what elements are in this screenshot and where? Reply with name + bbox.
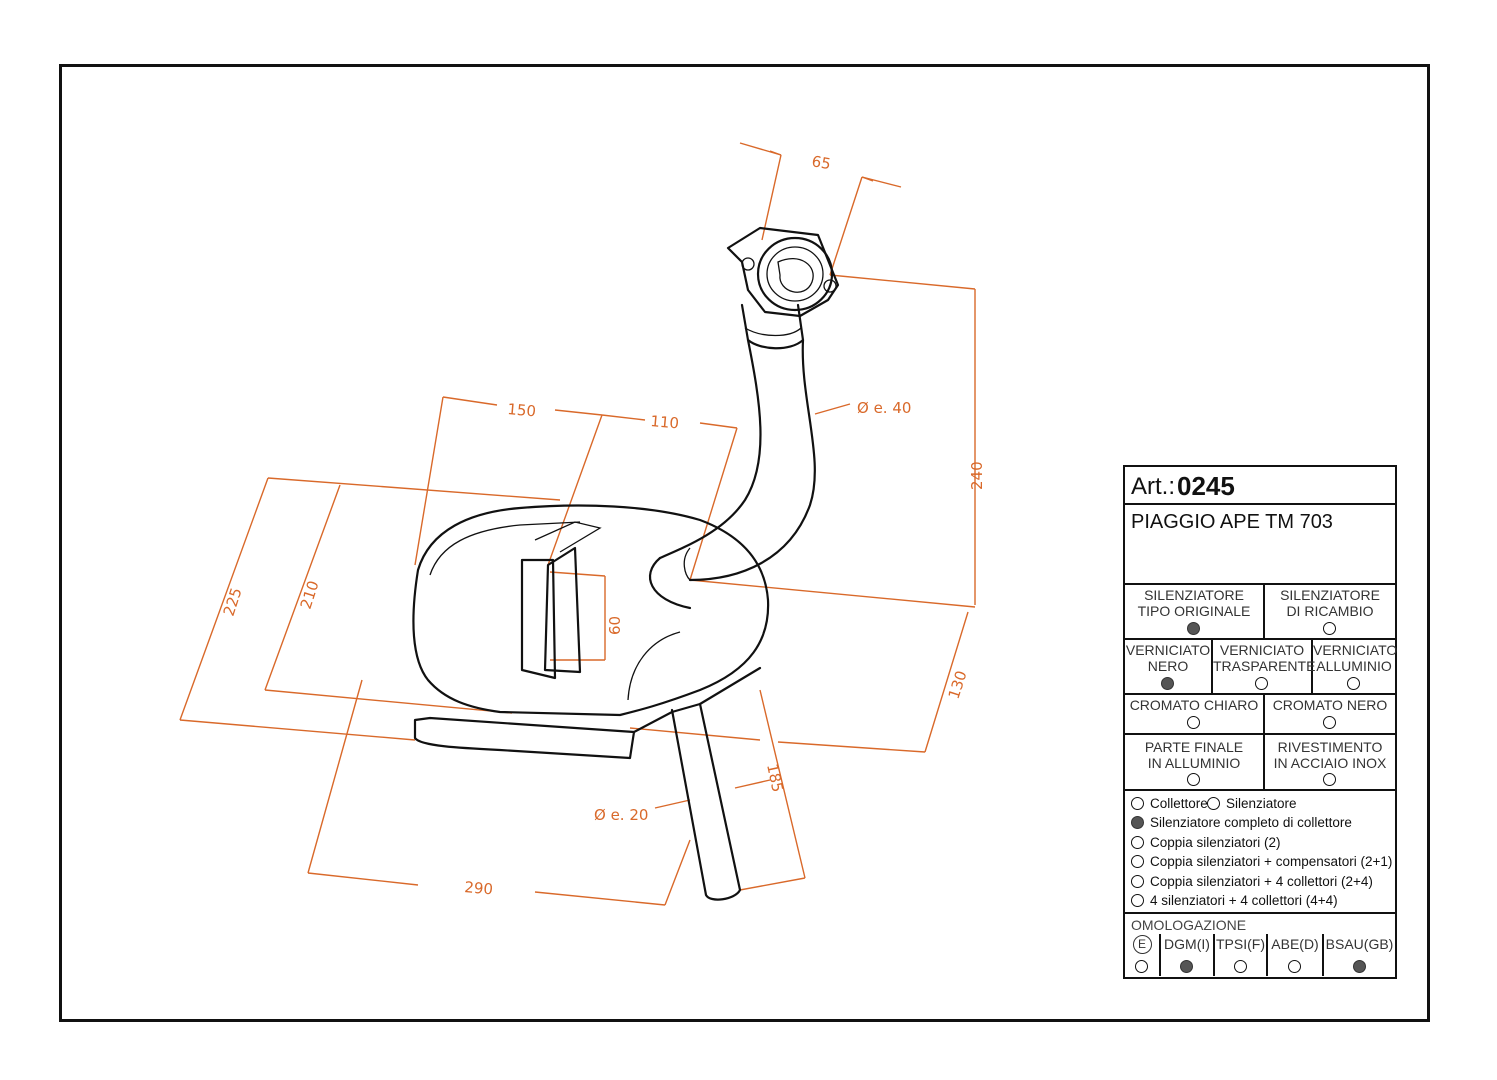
dim-290: 290: [464, 878, 494, 898]
radio[interactable]: [1131, 874, 1144, 888]
article-label: Art.:: [1131, 473, 1176, 500]
exhaust-silencer-outline: [412, 226, 840, 901]
homologation-e[interactable]: E: [1125, 934, 1161, 976]
radio[interactable]: [1323, 622, 1336, 635]
radio[interactable]: [1233, 960, 1247, 973]
option-collettori-4-4[interactable]: 4 silenziatori + 4 collettori (4+4): [1131, 893, 1338, 908]
homologation-title: OMOLOGAZIONE: [1131, 917, 1247, 933]
model-row: PIAGGIO APE TM 703: [1125, 505, 1395, 585]
type-row: SILENZIATORE TIPO ORIGINALE SILENZIATORE…: [1125, 585, 1395, 640]
homologation-abe[interactable]: ABE(D): [1268, 934, 1324, 976]
model-name: PIAGGIO APE TM 703: [1131, 511, 1333, 533]
finish-aluminium-option[interactable]: PARTE FINALE IN ALLUMINIO: [1125, 735, 1265, 789]
radio[interactable]: [1135, 960, 1148, 973]
homologation-bsau[interactable]: BSAU(GB): [1324, 934, 1395, 976]
chrome-light-option[interactable]: CROMATO CHIARO: [1125, 695, 1265, 733]
paint-black-option[interactable]: VERNICIATO NERO: [1125, 640, 1213, 693]
e-mark-icon: E: [1132, 935, 1152, 954]
radio-selected[interactable]: [1352, 960, 1366, 973]
homologation-dgm[interactable]: DGM(I): [1161, 934, 1215, 976]
paint-transparent-option[interactable]: VERNICIATO TRASPARENTE: [1213, 640, 1315, 693]
finish-row: PARTE FINALE IN ALLUMINIO RIVESTIMENTO I…: [1125, 735, 1395, 791]
dimension-lines: [179, 142, 976, 906]
radio[interactable]: [1323, 773, 1336, 786]
option-compensatori[interactable]: Coppia silenziatori + compensatori (2+1): [1131, 854, 1392, 869]
radio[interactable]: [1187, 716, 1200, 729]
drawing-frame: [59, 64, 1430, 1022]
radio[interactable]: [1131, 796, 1144, 810]
dim-65: 65: [810, 152, 832, 173]
dim-210: 210: [297, 578, 323, 611]
radio-selected[interactable]: [1180, 960, 1193, 973]
paint-aluminium-option[interactable]: VERNICIATO ALLUMINIO: [1313, 640, 1397, 693]
radio[interactable]: [1255, 677, 1268, 690]
radio-selected[interactable]: [1187, 622, 1200, 635]
dimension-labels: 65 150 110 Ø e. 40 240 225 210 60 130 18…: [220, 152, 986, 898]
radio[interactable]: [1187, 773, 1200, 786]
dim-60: 60: [606, 616, 624, 635]
spec-table: Art.: 0245 PIAGGIO APE TM 703 SILENZIATO…: [1123, 465, 1397, 979]
option-coppia[interactable]: Coppia silenziatori (2): [1131, 835, 1281, 850]
radio[interactable]: [1288, 960, 1301, 973]
radio[interactable]: [1131, 893, 1144, 907]
dim-225: 225: [220, 585, 246, 618]
article-number: 0245: [1177, 471, 1235, 501]
dim-150: 150: [507, 400, 537, 420]
radio[interactable]: [1131, 835, 1144, 849]
option-silenziatore[interactable]: Silenziatore: [1207, 796, 1297, 811]
finish-stainless-option[interactable]: RIVESTIMENTO IN ACCIAIO INOX: [1265, 735, 1395, 789]
homologation-section: OMOLOGAZIONE E DGM(I) TPSI(F) ABE(D) BSA…: [1125, 914, 1395, 976]
radio[interactable]: [1323, 716, 1336, 729]
option-collettore[interactable]: Collettore: [1131, 796, 1208, 811]
radio-selected[interactable]: [1131, 815, 1144, 829]
option-collettori-2-4[interactable]: Coppia silenziatori + 4 collettori (2+4): [1131, 874, 1373, 889]
type-original-option[interactable]: SILENZIATORE TIPO ORIGINALE: [1125, 585, 1265, 638]
type-replacement-option[interactable]: SILENZIATORE DI RICAMBIO: [1265, 585, 1395, 638]
radio[interactable]: [1347, 677, 1360, 690]
option-silenziatore-completo[interactable]: Silenziatore completo di collettore: [1131, 815, 1352, 830]
article-row: Art.: 0245: [1125, 467, 1395, 505]
radio[interactable]: [1207, 796, 1220, 810]
kit-options: Collettore Silenziatore Silenziatore com…: [1125, 791, 1395, 914]
dim-diam-20: Ø e. 20: [594, 806, 648, 824]
homologation-tpsi[interactable]: TPSI(F): [1215, 934, 1268, 976]
chrome-black-option[interactable]: CROMATO NERO: [1265, 695, 1395, 733]
dim-diam-40: Ø e. 40: [857, 399, 911, 417]
radio[interactable]: [1131, 854, 1144, 868]
dim-185: 185: [763, 762, 787, 794]
paint-row: VERNICIATO NERO VERNICIATO TRASPARENTE V…: [1125, 640, 1397, 695]
radio-selected[interactable]: [1161, 677, 1174, 690]
dim-110: 110: [650, 412, 680, 432]
chrome-row: CROMATO CHIARO CROMATO NERO: [1125, 695, 1395, 735]
dim-240: 240: [968, 461, 986, 490]
